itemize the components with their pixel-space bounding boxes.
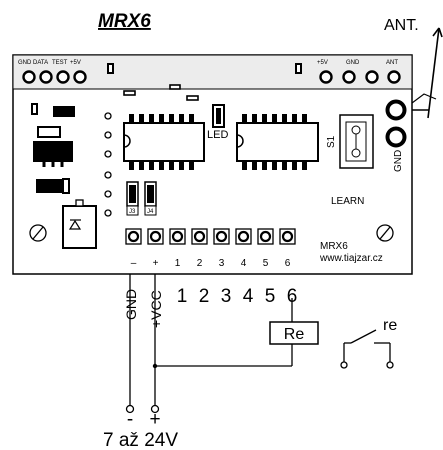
header-label-gnd-left: GND <box>18 60 32 66</box>
gnd-terminal <box>125 404 135 414</box>
relay-coil-box <box>269 321 319 345</box>
led-body <box>216 108 221 124</box>
vcc-terminal <box>150 404 160 414</box>
jumper-j3[interactable] <box>126 181 139 216</box>
terminal-hole <box>237 230 250 243</box>
terminal-label-plus: + <box>153 258 159 269</box>
terminal-label-2: 2 <box>197 258 203 269</box>
black-component-end <box>62 178 70 194</box>
title: MRX6 <box>98 11 151 32</box>
header-label-data: DATA <box>33 60 48 66</box>
relay-coil-label: Re <box>284 326 305 343</box>
header-smd-part <box>107 63 114 74</box>
s1-label: S1 <box>326 135 337 148</box>
jumper-label-j3: J3 <box>129 209 136 215</box>
power-minus-label: - <box>127 409 133 430</box>
header-label-gnd-right: GND <box>346 60 360 66</box>
terminal-hole <box>215 230 228 243</box>
via <box>104 171 112 179</box>
terminal-block <box>125 228 296 245</box>
ic-right <box>236 114 319 170</box>
black-component <box>53 106 75 117</box>
header-pin <box>39 70 53 84</box>
jumper-label-j4: J4 <box>147 209 154 215</box>
output-number-3: 3 <box>221 286 232 307</box>
smd-resistor <box>169 84 181 90</box>
via <box>104 150 112 158</box>
relay-contact-label: re <box>383 317 397 334</box>
output-number-6: 6 <box>287 286 298 307</box>
voltage-regulator <box>33 141 73 162</box>
antenna-label: ANT. <box>384 17 419 34</box>
smd-resistor <box>123 90 136 96</box>
terminal-hole <box>281 230 294 243</box>
via <box>104 131 112 139</box>
header-pin <box>56 70 70 84</box>
learn-label: LEARN <box>331 196 364 207</box>
gnd-side-label: GND <box>393 150 404 172</box>
header-pin <box>22 70 36 84</box>
led-label: LED <box>207 129 228 141</box>
ant-pad <box>385 99 407 121</box>
header-smd-part <box>295 63 302 74</box>
mounting-hole-right <box>376 224 394 242</box>
output-number-4: 4 <box>243 286 254 307</box>
vcc-junction <box>152 363 158 369</box>
terminal-labels: – + 1 2 3 4 5 6 <box>131 258 291 269</box>
header-pin <box>387 70 401 84</box>
wiring <box>129 274 293 405</box>
header-pin <box>365 70 379 84</box>
jumper-j4[interactable] <box>144 181 157 216</box>
header-pins-right <box>319 70 401 84</box>
gnd-wire-label: GND <box>123 289 139 320</box>
output-number-5: 5 <box>265 286 276 307</box>
black-component <box>36 179 63 193</box>
header-label-5v-right: +5V <box>317 60 328 66</box>
via <box>104 190 112 198</box>
header-pins-left <box>22 70 87 84</box>
terminal-label-6: 6 <box>285 258 291 269</box>
smd-part <box>31 103 38 115</box>
terminal-hole <box>149 230 162 243</box>
terminal-hole <box>259 230 272 243</box>
output-number-1: 1 <box>177 286 188 307</box>
terminal-label-3: 3 <box>219 258 225 269</box>
terminal-label-1: 1 <box>175 258 181 269</box>
terminal-hole <box>127 230 140 243</box>
diode-component <box>62 199 97 249</box>
power-range-label: 7 až 24V <box>103 430 178 450</box>
voltage-regulator-tab <box>37 126 61 138</box>
header-pin <box>319 70 333 84</box>
header-label-test: TEST <box>52 60 68 66</box>
via-column <box>104 112 112 217</box>
terminal-label-minus: – <box>131 258 137 269</box>
gnd-pad <box>385 126 407 148</box>
terminal-hole <box>193 230 206 243</box>
header-pin <box>342 70 356 84</box>
vcc-wire-label: +VCC <box>148 290 164 328</box>
output-number-2: 2 <box>199 286 210 307</box>
via <box>104 209 112 217</box>
learn-button-s1[interactable] <box>339 114 374 169</box>
header-pin <box>73 70 87 84</box>
ic-left <box>123 114 205 170</box>
power-plus-label: + <box>149 409 160 430</box>
board-name: MRX6 <box>320 241 348 252</box>
terminal-hole <box>171 230 184 243</box>
relay-contact <box>340 329 394 369</box>
output-numbers: 1 2 3 4 5 6 <box>177 286 298 307</box>
mounting-hole-left <box>29 224 47 242</box>
header-label-5v-left: +5V <box>70 60 81 66</box>
board-url: www.tiajzar.cz <box>319 253 383 264</box>
terminal-label-5: 5 <box>263 258 269 269</box>
header-label-ant: ANT <box>386 60 398 66</box>
via <box>104 112 112 120</box>
smd-resistor <box>186 95 199 101</box>
terminal-label-4: 4 <box>241 258 247 269</box>
